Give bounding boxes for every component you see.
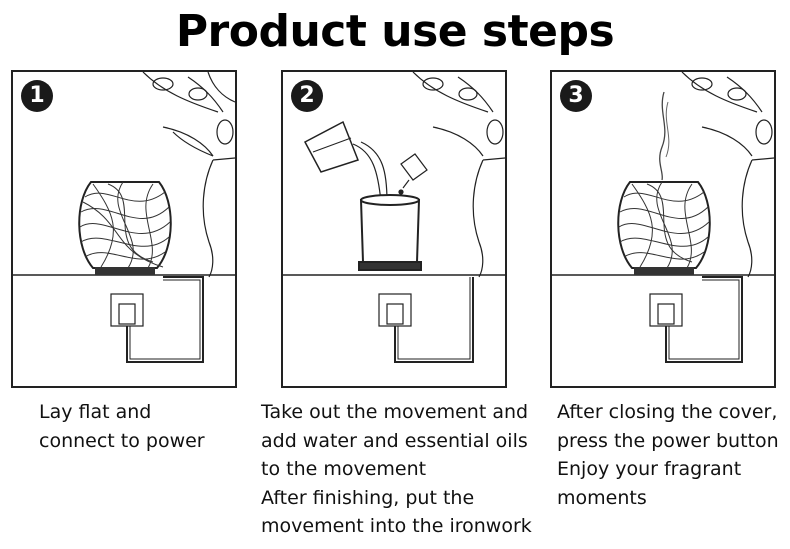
caption-line: movement into the ironwork [261,515,532,538]
step-number-badge: 1 [21,80,53,112]
water-tank-icon [358,194,422,271]
caption-line: to the movement [261,458,427,481]
step-2-illustration: 2 [281,70,507,388]
step-3-illustration: 3 [550,70,776,388]
caption-line: add water and essential oils [261,429,528,452]
caption-line: After finishing, put the [261,486,475,509]
vase-plant-icon [142,72,235,278]
caption-line: connect to power [39,429,205,452]
step-number-badge: 3 [560,80,592,112]
diffuser-lamp-icon [78,181,172,275]
caption-line: After closing the cover, [557,401,778,423]
caption-line: press the power button [557,429,779,452]
power-socket-icon [378,293,412,327]
mist-icon [659,91,666,181]
water-pitcher-icon [303,120,359,173]
page-title: Product use steps [175,6,615,57]
caption-line: Lay flat and [39,401,152,423]
caption-line: Enjoy your fragrant [557,458,742,481]
power-socket-icon [649,293,683,327]
caption-line: Take out the movement and [261,401,529,423]
vase-plant-icon [412,72,505,278]
diffuser-lamp-icon [617,181,711,275]
step-2-caption: Take out the movement and add water and … [261,398,532,541]
vase-plant-icon [681,72,774,278]
step-2-drawing [283,72,505,363]
step-3-drawing [552,72,774,363]
step-number-badge: 2 [291,80,323,112]
power-socket-icon [110,293,144,327]
step-3-caption: After closing the cover, press the power… [557,398,779,512]
essential-oil-bottle-icon [398,153,428,195]
caption-line: moments [557,486,647,509]
step-1-drawing [13,72,235,363]
step-1-illustration: 1 [11,70,237,388]
step-1-caption: Lay flat and connect to power [39,398,205,455]
